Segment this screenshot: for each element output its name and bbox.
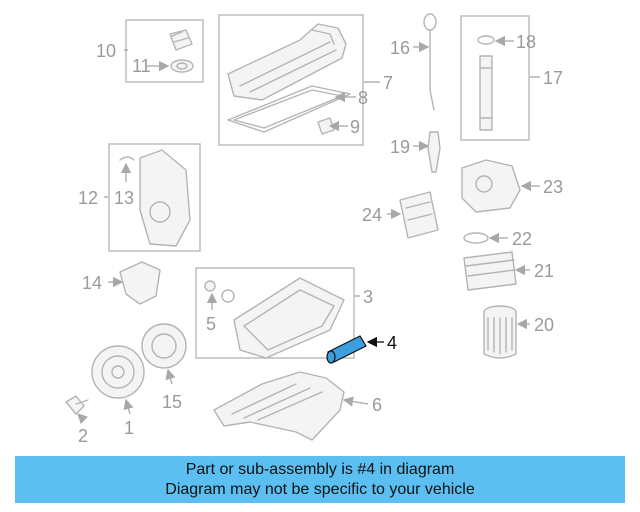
callout-7: 7 xyxy=(383,73,393,93)
oil-cooler-gasket-part[interactable] xyxy=(399,191,439,239)
group-box-17-18 xyxy=(460,15,530,141)
callout-8: 8 xyxy=(358,88,368,108)
callout-14: 14 xyxy=(82,273,102,293)
info-banner: Part or sub-assembly is #4 in diagram Di… xyxy=(15,456,625,503)
oil-filler-cap-part[interactable] xyxy=(169,29,194,73)
parts-diagram: 10 11 7 8 9 16 19 18 17 12 13 23 24 22 2… xyxy=(65,13,563,446)
callout-13: 13 xyxy=(114,188,134,208)
valve-cover-part[interactable] xyxy=(227,23,351,135)
callout-12: 12 xyxy=(78,188,98,208)
banner-line-1: Part or sub-assembly is #4 in diagram xyxy=(185,460,455,478)
callout-19: 19 xyxy=(390,137,410,157)
oil-tube-part[interactable] xyxy=(477,35,495,131)
timing-cover-part[interactable] xyxy=(119,149,191,247)
callout-16: 16 xyxy=(390,38,410,58)
seal-ring-part[interactable] xyxy=(463,232,489,244)
highlighted-part-4[interactable] xyxy=(326,335,367,364)
group-box-3-5 xyxy=(195,267,355,359)
oil-pan-part[interactable] xyxy=(233,277,345,359)
oil-filter-housing-part[interactable] xyxy=(461,159,521,213)
dipstick-part[interactable] xyxy=(423,13,441,173)
callout-1: 1 xyxy=(124,418,134,438)
group-box-12-13 xyxy=(108,143,201,252)
oil-cooler-part[interactable] xyxy=(463,251,517,291)
bolt-part[interactable] xyxy=(65,395,89,415)
callout-10: 10 xyxy=(96,41,116,61)
crankshaft-seal-part[interactable] xyxy=(141,323,187,369)
banner-line-2: Diagram may not be specific to your vehi… xyxy=(165,480,475,498)
crankshaft-pulley-part[interactable] xyxy=(91,345,145,399)
callout-17: 17 xyxy=(543,68,563,88)
callout-11: 11 xyxy=(132,56,151,76)
engine-bracket-part[interactable] xyxy=(119,261,161,305)
callout-2: 2 xyxy=(78,426,88,446)
splash-shield-part[interactable] xyxy=(213,371,345,441)
callout-4: 4 xyxy=(387,333,397,353)
group-box-7-9 xyxy=(218,14,364,146)
callout-23: 23 xyxy=(543,177,563,197)
callout-22: 22 xyxy=(512,229,532,249)
callout-6: 6 xyxy=(372,395,382,415)
callout-9: 9 xyxy=(350,117,360,137)
callout-24: 24 xyxy=(362,205,382,225)
callout-18: 18 xyxy=(516,32,536,52)
callout-3: 3 xyxy=(363,287,373,307)
oil-filter-part[interactable] xyxy=(483,305,517,359)
callout-20: 20 xyxy=(534,315,554,335)
callout-15: 15 xyxy=(162,392,182,412)
callout-21: 21 xyxy=(534,261,554,281)
group-box-10-11 xyxy=(125,19,204,83)
drain-plug-part[interactable] xyxy=(204,280,235,303)
callout-5: 5 xyxy=(206,314,216,334)
